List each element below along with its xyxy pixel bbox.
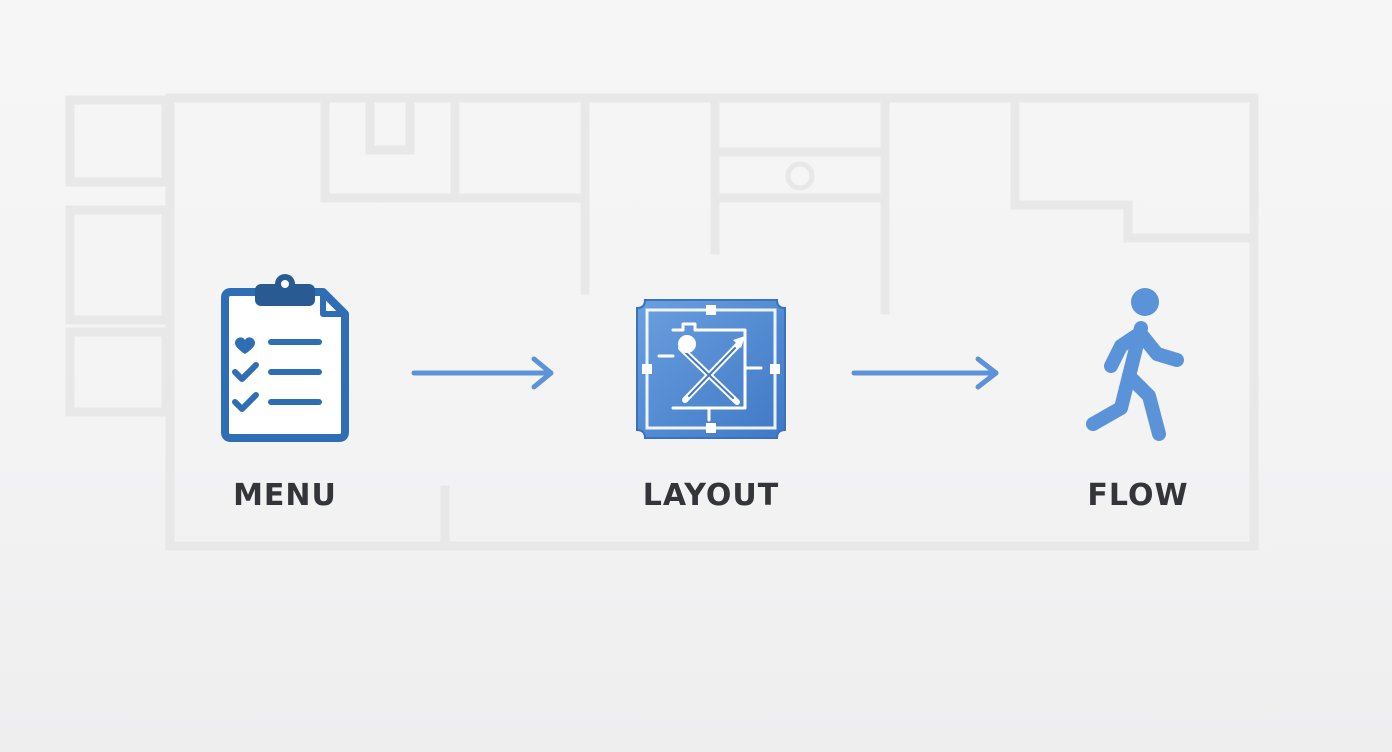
step-menu: MENU <box>165 272 405 513</box>
step-label-layout: LAYOUT <box>642 478 780 513</box>
walking-person-icon <box>1058 272 1218 442</box>
arrow-right-icon <box>851 356 999 390</box>
step-label-menu: MENU <box>233 478 337 513</box>
clipboard-checklist-icon <box>205 272 365 442</box>
step-label-flow: FLOW <box>1087 478 1189 513</box>
step-flow: FLOW <box>1018 272 1258 513</box>
floor-plan-blueprint-icon <box>631 272 791 442</box>
arrow-right-icon <box>411 356 554 390</box>
step-layout: LAYOUT <box>591 272 831 513</box>
